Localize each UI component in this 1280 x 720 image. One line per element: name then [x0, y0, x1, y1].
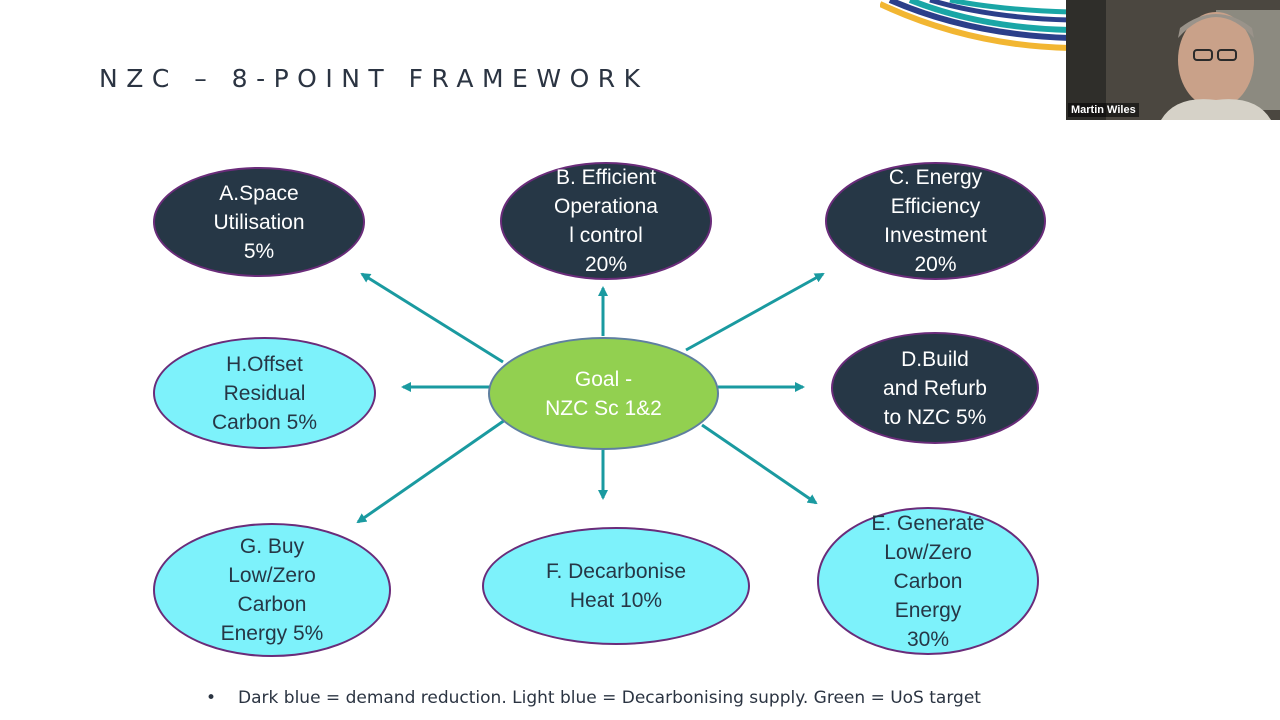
participant-name-label: Martin Wiles: [1068, 103, 1139, 117]
participant-avatar: [1066, 0, 1280, 120]
slide-title: NZC – 8-POINT FRAMEWORK: [99, 64, 649, 93]
node-goal-nzc: Goal - NZC Sc 1&2: [488, 337, 719, 450]
node-g-buy-low-zero-carbon-energy: G. Buy Low/Zero Carbon Energy 5%: [153, 523, 391, 657]
arrow-to-a: [360, 272, 504, 364]
node-f-decarbonise-heat: F. Decarbonise Heat 10%: [482, 527, 750, 645]
legend-caption: • Dark blue = demand reduction. Light blu…: [206, 688, 981, 708]
caption-text: Dark blue = demand reduction. Light blue…: [238, 688, 981, 708]
node-e-generate-low-zero-carbon-energy: E. Generate Low/Zero Carbon Energy 30%: [817, 507, 1039, 655]
arrow-to-c: [685, 272, 825, 352]
node-c-energy-efficiency-investment: C. Energy Efficiency Investment 20%: [825, 162, 1046, 280]
decorative-swoosh: [880, 0, 1070, 51]
participant-video-thumbnail[interactable]: Martin Wiles: [1066, 0, 1280, 120]
node-h-offset-residual-carbon: H.Offset Residual Carbon 5%: [153, 337, 376, 449]
node-d-build-and-refurb: D.Build and Refurb to NZC 5%: [831, 332, 1039, 444]
caption-bullet: •: [206, 688, 217, 708]
arrow-to-g: [356, 418, 506, 524]
node-b-efficient-operational-control: B. Efficient Operationa l control 20%: [500, 162, 712, 280]
arrow-to-e: [701, 423, 818, 505]
node-a-space-utilisation: A.Space Utilisation 5%: [153, 167, 365, 277]
